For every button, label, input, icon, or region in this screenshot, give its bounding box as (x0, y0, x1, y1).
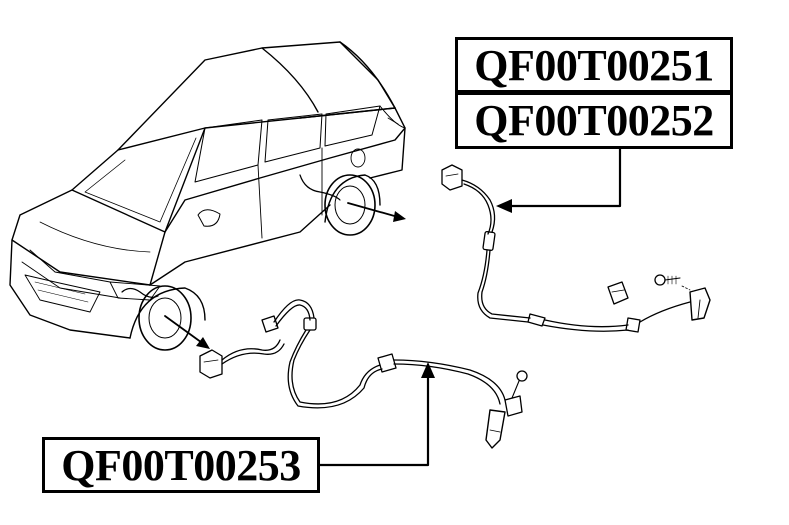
front-abs-sensor-harness (199, 299, 528, 449)
part-number-label-qf00t00251: QF00T00251 (455, 37, 733, 93)
arrow-rear-wheel (347, 202, 406, 222)
car-illustration (9, 41, 406, 351)
part-number-label-qf00t00253: QF00T00253 (42, 437, 320, 493)
leader-line-upper (496, 147, 622, 213)
arrow-front-wheel (164, 315, 210, 349)
rear-abs-sensor-harness (441, 164, 711, 333)
leader-line-lower (318, 362, 435, 467)
part-number-label-qf00t00252: QF00T00252 (455, 93, 733, 149)
